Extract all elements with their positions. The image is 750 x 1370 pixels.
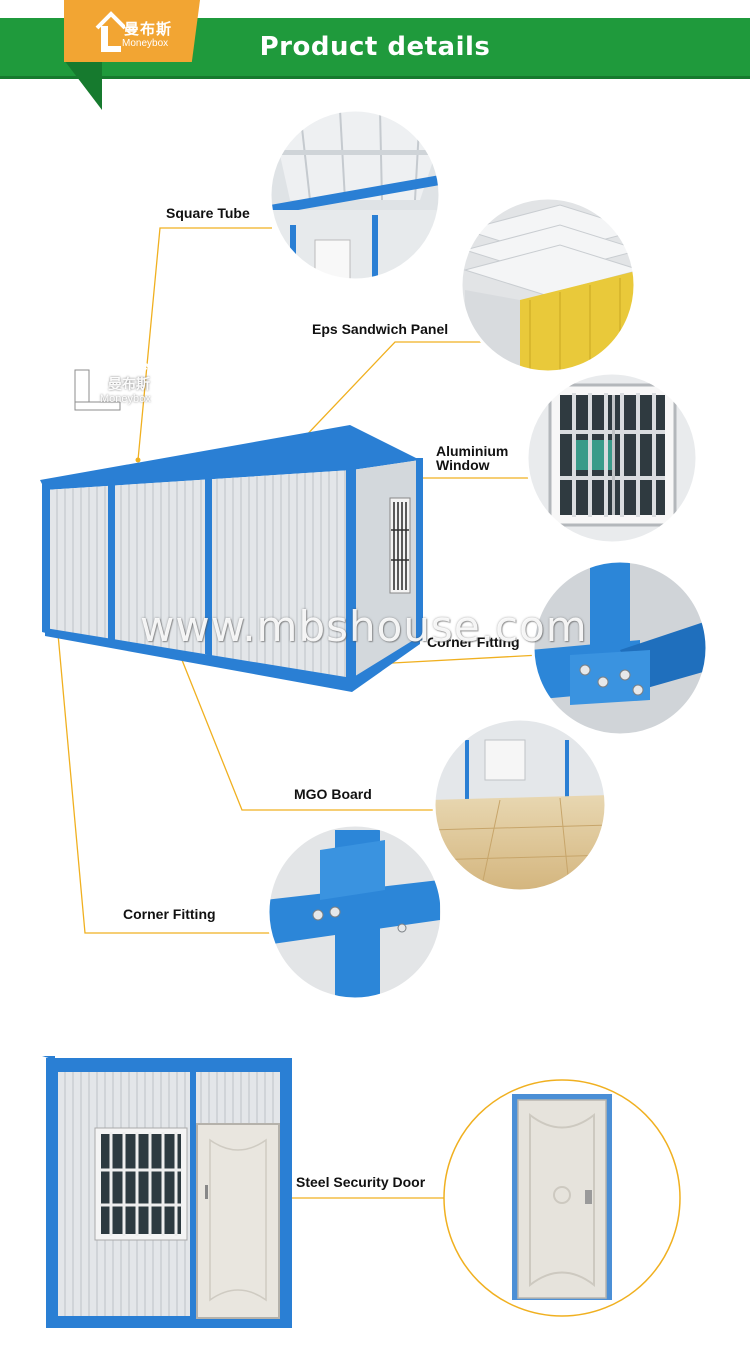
label-aluminium-window-line1: Aluminium <box>436 443 509 459</box>
label-eps-sandwich-panel: Eps Sandwich Panel <box>312 321 449 337</box>
logo-tab <box>64 0 200 62</box>
label-square-tube: Square Tube <box>166 205 250 221</box>
photo-mgo-board <box>434 719 606 891</box>
house-logo-icon <box>95 11 125 52</box>
watermark-logo-english: Moneybox <box>100 393 151 405</box>
watermark-house-logo-icon <box>68 335 156 411</box>
leader-square-tube <box>137 227 272 461</box>
watermark-url: www.mbshouse.com <box>140 602 588 651</box>
label-corner-fitting-1: Corner Fitting <box>427 634 520 650</box>
logo-chinese-text: 曼布斯 <box>124 21 173 38</box>
label-aluminium-window-line2: Window <box>436 457 490 473</box>
photo-eps-panel <box>461 198 635 372</box>
container-front-view <box>42 1056 292 1328</box>
photo-corner-fitting-1 <box>533 561 707 735</box>
label-steel-security-door: Steel Security Door <box>296 1174 426 1190</box>
photo-corner-fitting-2 <box>268 825 442 999</box>
leader-mgo-board <box>177 649 440 811</box>
container-house <box>40 425 423 692</box>
label-aluminium-window: Aluminium Window <box>436 444 508 472</box>
photo-aluminium-window <box>527 373 697 543</box>
page-title: Product details <box>259 32 491 62</box>
photo-steel-door <box>444 1080 680 1316</box>
label-corner-fitting-2: Corner Fitting <box>123 906 216 922</box>
watermark-logo-chinese: 曼布斯 <box>108 376 150 392</box>
logo-english-text: Moneybox <box>122 38 169 49</box>
photo-square-tube <box>270 110 440 280</box>
label-mgo-board: MGO Board <box>294 786 372 802</box>
